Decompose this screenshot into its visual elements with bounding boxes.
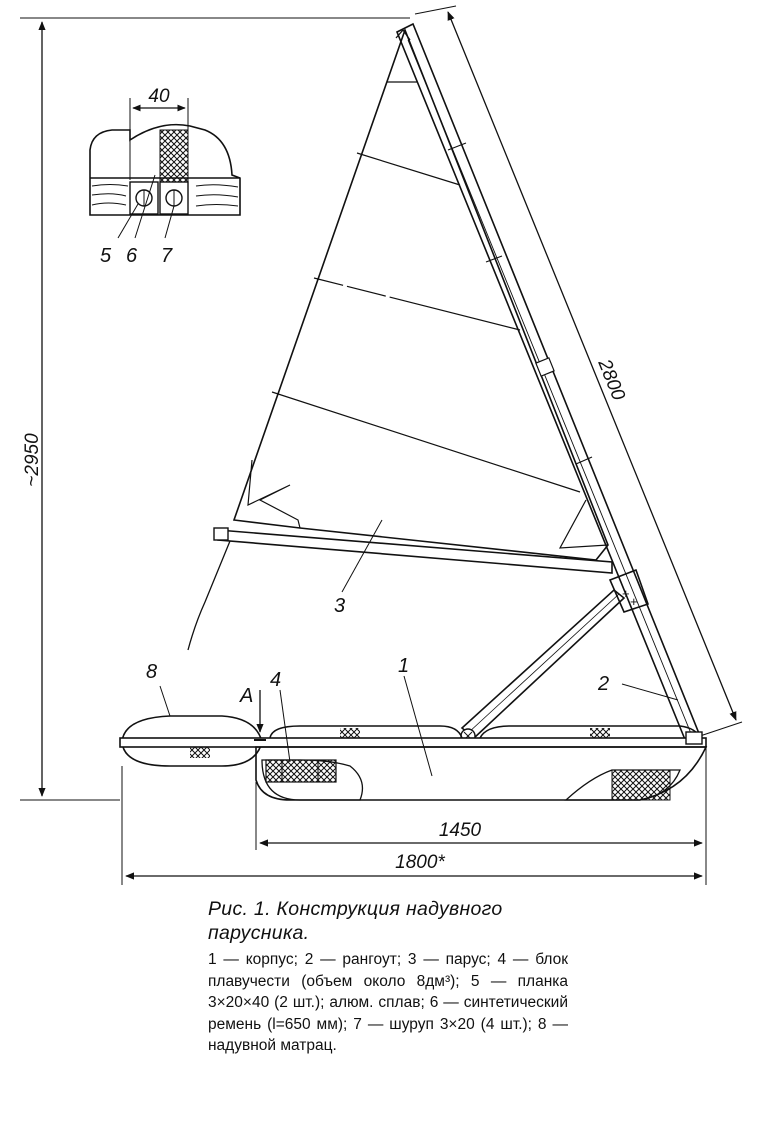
boom — [187, 527, 613, 651]
hull-length-label: 1450 — [439, 820, 482, 841]
caption-title: Рис. 1. Конструкция надувного парусника. — [208, 898, 503, 944]
overall-length-label: 1800* — [395, 852, 445, 873]
mast: + + 2 — [395, 22, 702, 744]
inset-width-label: 40 — [148, 86, 170, 107]
callout-2: 2 — [597, 673, 609, 695]
section-mark-a: A — [239, 685, 266, 741]
hull: 4 1 — [119, 655, 708, 801]
strut — [460, 588, 626, 744]
mast-length-label: 2800 — [593, 355, 629, 403]
mast-dimension: 2800 — [414, 5, 743, 737]
height-label: ~2950 — [22, 433, 43, 487]
length-dimensions: 1450 1800* — [121, 748, 707, 885]
caption-body: 1 — корпус; 2 — рангоут; 3 — парус; 4 — … — [208, 951, 568, 1054]
mattress: 8 — [121, 661, 263, 767]
callout-8: 8 — [146, 661, 157, 683]
sail: 3 — [232, 27, 609, 617]
section-mark-label: A — [239, 685, 253, 707]
height-dimension: ~2950 — [20, 17, 410, 801]
callout-3: 3 — [334, 595, 345, 617]
callout-4: 4 — [270, 669, 281, 691]
inset-detail: 40 5 6 7 — [89, 86, 241, 267]
callout-7: 7 — [161, 245, 173, 267]
callout-6: 6 — [126, 245, 138, 267]
callout-5: 5 — [100, 245, 112, 267]
figure-caption: Рис. 1. Конструкция надувного парусника.… — [208, 897, 568, 1057]
callout-1: 1 — [398, 655, 409, 677]
svg-text:+: + — [630, 594, 638, 609]
